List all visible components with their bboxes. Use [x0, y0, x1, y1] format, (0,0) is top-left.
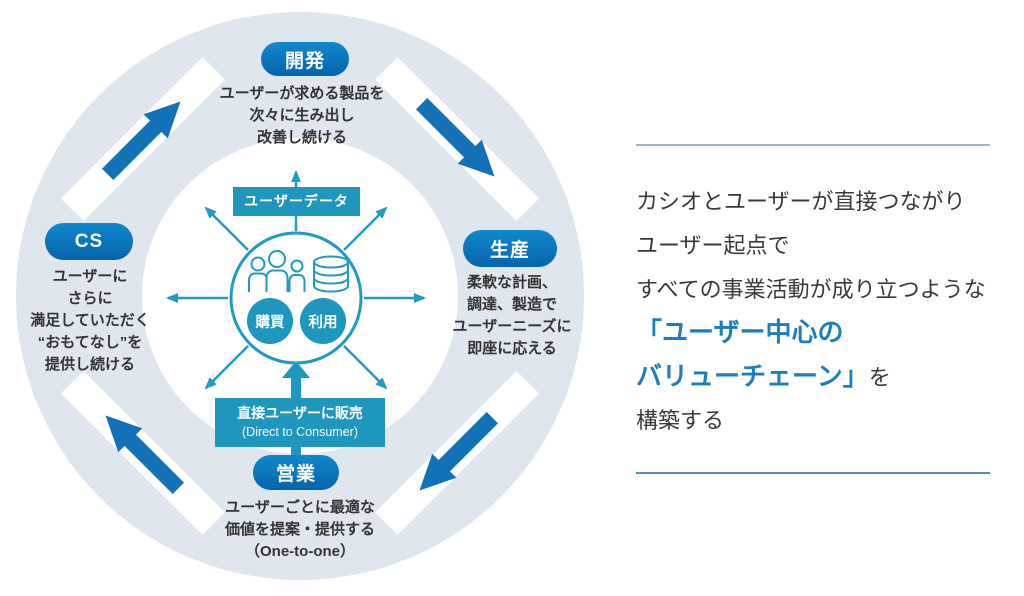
panel-highlight-line-1: 「ユーザー中心の [636, 317, 844, 347]
desc-line: 満足していただく [30, 312, 150, 329]
desc-line: 提供し続ける [44, 356, 135, 373]
node-pill-dev: 開発 [261, 42, 349, 76]
panel-highlight-line-2: バリューチェーン」を [636, 356, 891, 393]
node-pill-prod-label: 生産 [489, 240, 530, 261]
node-pill-prod: 生産 [463, 230, 557, 267]
panel-highlight-suffix: を [868, 365, 891, 390]
panel-divider-bottom [636, 472, 990, 474]
desc-line: （One-to-one） [245, 543, 355, 560]
direct-sales-arrow-icon [282, 361, 310, 458]
desc-line: “おもてなし”を [37, 334, 143, 351]
desc-line: 価値を提案・提供する [224, 521, 375, 538]
user-data-box: ユーザーデータ [233, 187, 360, 216]
node-desc-cs: ユーザーに さらに 満足していただく “おもてなし”を 提供し続ける [10, 266, 170, 376]
panel-line-last: 構築する [636, 408, 725, 433]
node-desc-dev: ユーザーが求める製品を 次々に生み出し 改善し続ける [192, 83, 412, 149]
desc-line: ユーザーに [52, 268, 128, 285]
d2c-line2: (Direct to Consumer) [242, 425, 358, 439]
database-icon [313, 255, 349, 293]
panel-line-1: カシオとユーザーが直接つながり [636, 189, 966, 214]
desc-line: 改善し続ける [256, 129, 347, 146]
node-pill-sales-label: 営業 [275, 464, 316, 485]
buy-label: 購買 [255, 314, 285, 331]
use-circle: 利用 [300, 298, 346, 344]
d2c-line1: 直接ユーザーに販売 [237, 405, 363, 421]
user-data-label: ユーザーデータ [244, 193, 349, 209]
desc-line: ユーザーニーズに [452, 318, 572, 335]
desc-line: 次々に生み出し [249, 107, 355, 124]
node-desc-prod: 柔軟な計画、 調達、製造で ユーザーニーズに 即座に応える [427, 272, 597, 360]
use-label: 利用 [308, 314, 338, 331]
node-pill-cs-label: CS [74, 230, 104, 252]
desc-line: 柔軟な計画、 [466, 274, 557, 291]
center-user-circle [229, 231, 363, 365]
panel-divider-top [636, 144, 990, 146]
node-pill-sales: 営業 [253, 455, 339, 490]
node-pill-cs: CS [45, 223, 133, 260]
direct-to-consumer-box: 直接ユーザーに販売 (Direct to Consumer) [215, 398, 385, 447]
radiating-arrows [166, 170, 426, 390]
desc-line: ユーザーが求める製品を [219, 85, 385, 102]
panel-line-3: すべての事業活動が成り立つような [636, 277, 986, 302]
desc-line: 即座に応える [467, 340, 557, 357]
desc-line: ユーザーごとに最適な [225, 499, 375, 516]
panel-highlight-text: バリューチェーン」 [636, 361, 869, 391]
users-icon [248, 250, 306, 292]
buy-circle: 購買 [247, 298, 293, 344]
node-pill-dev-label: 開発 [284, 50, 325, 72]
panel-line-2: ユーザー起点で [636, 233, 790, 258]
node-desc-sales: ユーザーごとに最適な 価値を提案・提供する （One-to-one） [185, 497, 415, 563]
desc-line: 調達、製造で [466, 296, 557, 313]
desc-line: さらに [67, 290, 113, 307]
